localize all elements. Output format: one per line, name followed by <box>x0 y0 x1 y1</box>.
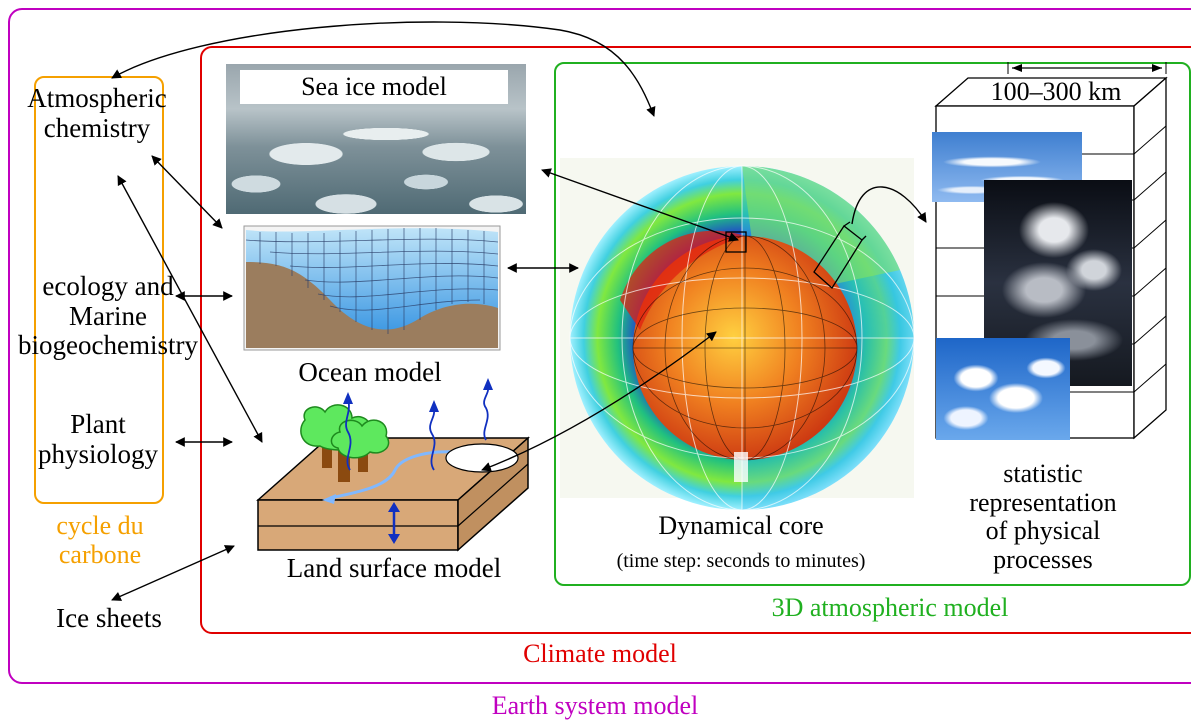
carbon-cycle-line1: cycle du <box>56 511 144 540</box>
plant-line2: physiology <box>37 438 158 469</box>
statistic-representation-label: statistic representation of physical pro… <box>938 459 1148 574</box>
dynamical-core-timestep: (time step: seconds to minutes) <box>616 550 866 572</box>
atmospheric-model-title: 3D atmospheric model <box>771 593 1009 622</box>
ocean-model-label: Ocean model <box>298 357 442 387</box>
marine-line3: biogeochemistry <box>18 330 198 361</box>
earth-system-frame <box>8 8 1191 684</box>
climate-model-title: Climate model <box>523 639 677 668</box>
plant-physiology-label: Plant physiology <box>20 409 176 469</box>
statistic-line3: of physical <box>985 516 1101 546</box>
sea-ice-label: Sea ice model <box>240 70 508 104</box>
statistic-line4: processes <box>993 544 1093 574</box>
scale-label: 100–300 km <box>990 77 1122 106</box>
plant-line1: Plant <box>70 409 126 439</box>
land-surface-model-label: Land surface model <box>286 553 502 583</box>
atmospheric-chemistry-label: Atmospheric chemistry <box>14 83 180 143</box>
statistic-line1: statistic <box>1003 459 1083 488</box>
atmospheric-model-frame <box>554 62 1191 586</box>
ice-sheets-label: Ice sheets <box>56 603 162 633</box>
earth-system-model-title: Earth system model <box>491 691 699 720</box>
marine-line1: ecology and <box>42 271 174 301</box>
carbon-cycle-line2: carbone <box>58 539 142 569</box>
carbon-cycle-label: cycle du carbone <box>20 511 180 569</box>
atmospheric-chemistry-line1: Atmospheric <box>27 83 167 113</box>
marine-biogeochemistry-label: ecology and Marine biogeochemistry <box>2 271 214 361</box>
statistic-line2: representation <box>969 487 1117 517</box>
atmospheric-chemistry-line2: chemistry <box>43 112 151 143</box>
sea-ice-image: Sea ice model <box>226 64 526 214</box>
marine-line2: Marine <box>69 300 147 331</box>
cumulus-cloud-image <box>936 338 1070 440</box>
dynamical-core-label: Dynamical core <box>658 511 824 540</box>
